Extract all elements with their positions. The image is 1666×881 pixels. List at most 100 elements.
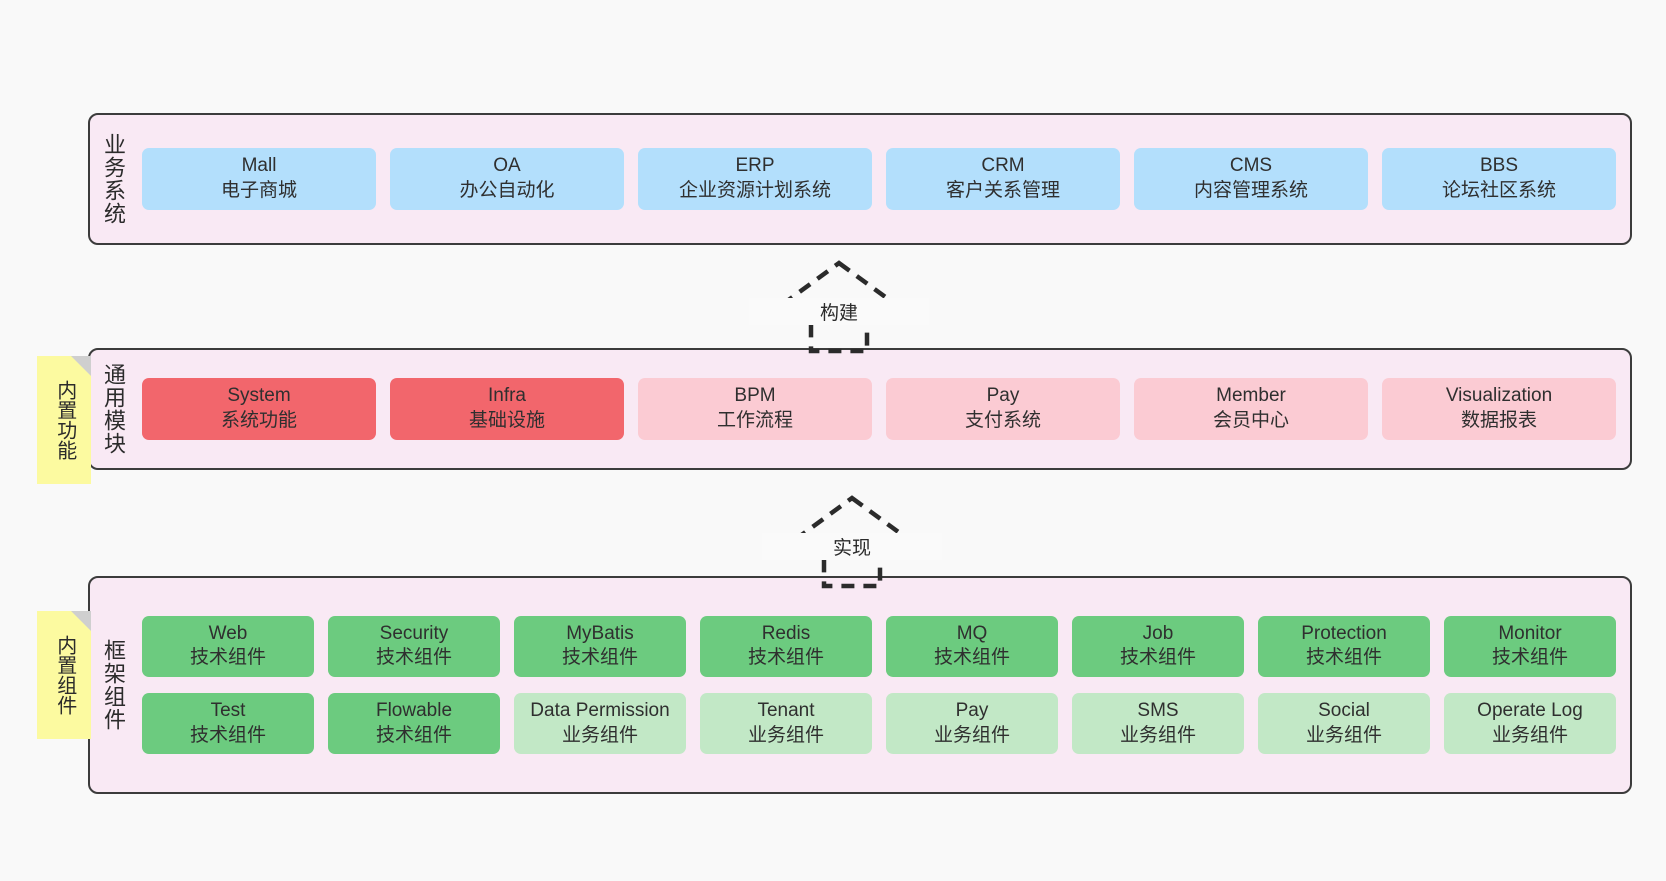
component-name-cn: 技术组件: [375, 724, 452, 746]
component-name-cn: 基础设施: [468, 410, 545, 431]
connector-implement: 实现: [762, 490, 942, 590]
component-card[interactable]: OA 办公自动化: [390, 148, 624, 210]
component-name-cn: 企业资源计划系统: [678, 180, 831, 201]
component-card[interactable]: Tenant 业务组件: [700, 693, 872, 755]
component-name-cn: 业务组件: [747, 724, 824, 746]
component-name-en: Job: [1142, 622, 1174, 644]
component-name-cn: 技术组件: [1491, 647, 1568, 669]
component-card[interactable]: Pay 支付系统: [886, 378, 1120, 440]
component-card[interactable]: MyBatis 技术组件: [514, 615, 686, 677]
component-name-en: BBS: [1479, 155, 1519, 177]
sticky-note-label: 内置组件: [53, 635, 76, 715]
connector-label-text: 实现: [830, 538, 873, 559]
component-name-cn: 业务组件: [561, 724, 638, 746]
sticky-note-label: 内置功能: [53, 380, 76, 460]
component-name-en: System: [227, 385, 291, 407]
layer-title-framework-components: 框架组件: [100, 639, 126, 731]
component-name-en: MQ: [956, 622, 988, 644]
component-card[interactable]: Infra 基础设施: [390, 378, 624, 440]
component-card[interactable]: Social 业务组件: [1258, 693, 1430, 755]
component-card[interactable]: ERP 企业资源计划系统: [638, 148, 872, 210]
sticky-note-common-modules: 内置功能: [37, 356, 91, 484]
component-name-en: Mall: [241, 155, 277, 177]
layer-title-common-modules: 通用模块: [100, 363, 126, 455]
component-name-en: Pay: [986, 385, 1020, 407]
layer-title-business-systems: 业务系统: [100, 133, 126, 225]
component-name-cn: 技术组件: [189, 647, 266, 669]
component-name-en: Pay: [955, 700, 989, 721]
component-name-en: Redis: [761, 622, 811, 644]
component-card[interactable]: SMS 业务组件: [1072, 693, 1244, 755]
component-card[interactable]: BBS 论坛社区系统: [1382, 148, 1616, 210]
component-name-cn: 支付系统: [964, 410, 1041, 431]
component-name-en: Web: [208, 622, 248, 644]
component-name-en: BPM: [734, 385, 776, 407]
component-card[interactable]: Pay 业务组件: [886, 693, 1058, 755]
component-card[interactable]: Monitor 技术组件: [1444, 615, 1616, 677]
component-card[interactable]: Redis 技术组件: [700, 615, 872, 677]
component-name-en: Tenant: [757, 700, 815, 721]
component-name-cn: 数据报表: [1460, 410, 1537, 431]
component-name-cn: 技术组件: [189, 724, 266, 746]
component-card[interactable]: Job 技术组件: [1072, 615, 1244, 677]
component-name-en: Test: [210, 700, 246, 721]
component-name-cn: 业务组件: [1491, 724, 1568, 746]
component-name-en: Protection: [1301, 622, 1387, 644]
component-name-cn: 系统功能: [220, 410, 297, 431]
connector-build: 构建: [749, 255, 929, 355]
component-name-en: Operate Log: [1477, 700, 1583, 721]
component-card[interactable]: Mall 电子商城: [142, 148, 376, 210]
sticky-note-framework-components: 内置组件: [37, 611, 91, 739]
component-card[interactable]: CRM 客户关系管理: [886, 148, 1120, 210]
component-name-en: OA: [493, 155, 521, 177]
component-name-en: Social: [1318, 700, 1370, 721]
component-name-cn: 工作流程: [716, 410, 793, 431]
connector-label-implement: 实现: [762, 533, 942, 560]
component-card[interactable]: Visualization 数据报表: [1382, 378, 1616, 440]
component-name-cn: 业务组件: [933, 724, 1010, 746]
component-name-en: CRM: [981, 155, 1025, 177]
component-name-cn: 业务组件: [1305, 724, 1382, 746]
component-name-en: MyBatis: [566, 622, 634, 644]
component-name-cn: 技术组件: [1119, 647, 1196, 669]
connector-label-build: 构建: [749, 298, 929, 325]
component-card[interactable]: Operate Log 业务组件: [1444, 693, 1616, 755]
component-name-en: ERP: [735, 155, 775, 177]
component-name-cn: 业务组件: [1119, 724, 1196, 746]
component-name-en: Security: [379, 622, 449, 644]
component-card[interactable]: BPM 工作流程: [638, 378, 872, 440]
component-card[interactable]: System 系统功能: [142, 378, 376, 440]
component-card[interactable]: Flowable 技术组件: [328, 693, 500, 755]
component-name-cn: 技术组件: [561, 647, 638, 669]
component-card[interactable]: Web 技术组件: [142, 615, 314, 677]
component-name-cn: 电子商城: [220, 180, 297, 201]
component-name-en: SMS: [1137, 700, 1179, 721]
component-name-cn: 客户关系管理: [945, 180, 1060, 201]
component-name-cn: 论坛社区系统: [1441, 180, 1556, 201]
component-name-cn: 办公自动化: [459, 180, 555, 201]
component-name-cn: 会员中心: [1212, 410, 1289, 431]
component-name-en: Visualization: [1445, 385, 1553, 407]
component-card[interactable]: Test 技术组件: [142, 693, 314, 755]
component-name-en: Flowable: [375, 700, 453, 721]
component-name-cn: 技术组件: [747, 647, 824, 669]
layer-panel-common-modules: 通用模块 System 系统功能 Infra 基础设施 BPM 工作流程 Pay 支付系统 Mem…: [88, 348, 1632, 470]
component-name-cn: 内容管理系统: [1193, 180, 1308, 201]
component-name-en: Monitor: [1498, 622, 1562, 644]
component-name-en: Infra: [487, 385, 527, 407]
